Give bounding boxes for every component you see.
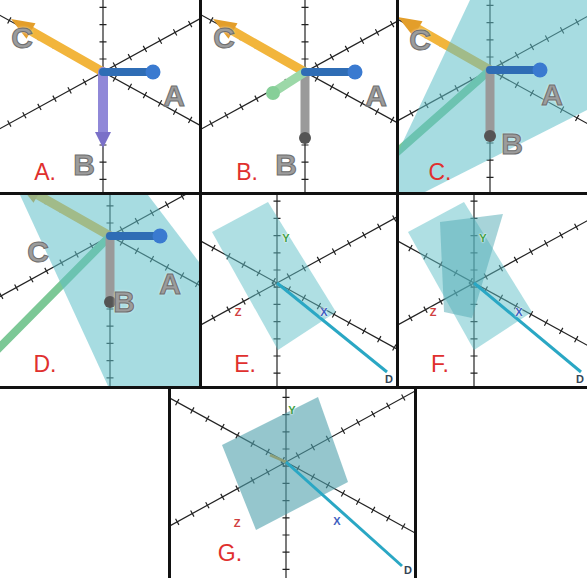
axis-letter: C	[409, 25, 431, 55]
axis-label: Y	[288, 405, 295, 416]
axis-label: Y	[479, 233, 486, 244]
axis-letter: B	[73, 150, 95, 180]
axis-letter: B	[275, 150, 297, 180]
panel-label: A.	[34, 161, 56, 184]
axis-label: D	[385, 374, 393, 385]
axis-letter: C	[213, 23, 235, 53]
panel-label: D.	[34, 353, 57, 376]
axis-label: X	[333, 516, 340, 527]
panel-label: F.	[431, 353, 449, 376]
axis-label: Z	[234, 518, 241, 529]
panel-label: B.	[236, 161, 258, 184]
axis-label: D	[576, 374, 584, 385]
axis-letter: B	[113, 287, 135, 317]
axis-label: D	[404, 564, 412, 575]
axis-letter: B	[501, 129, 523, 159]
panel-label: G.	[218, 542, 242, 565]
axis-label: Z	[430, 307, 437, 318]
axis-letter: A	[163, 81, 185, 111]
panel-label: E.	[234, 353, 256, 376]
axis-label: X	[320, 307, 327, 318]
axis-label: Y	[282, 233, 289, 244]
axis-letter: C	[27, 237, 49, 267]
panel-label: C.	[429, 161, 452, 184]
axis-letter: A	[541, 80, 563, 110]
axis-letter: A	[365, 81, 387, 111]
axis-letter: C	[11, 23, 33, 53]
axis-label: Z	[235, 307, 242, 318]
axis-label: X	[515, 307, 522, 318]
axis-letter: A	[159, 269, 181, 299]
